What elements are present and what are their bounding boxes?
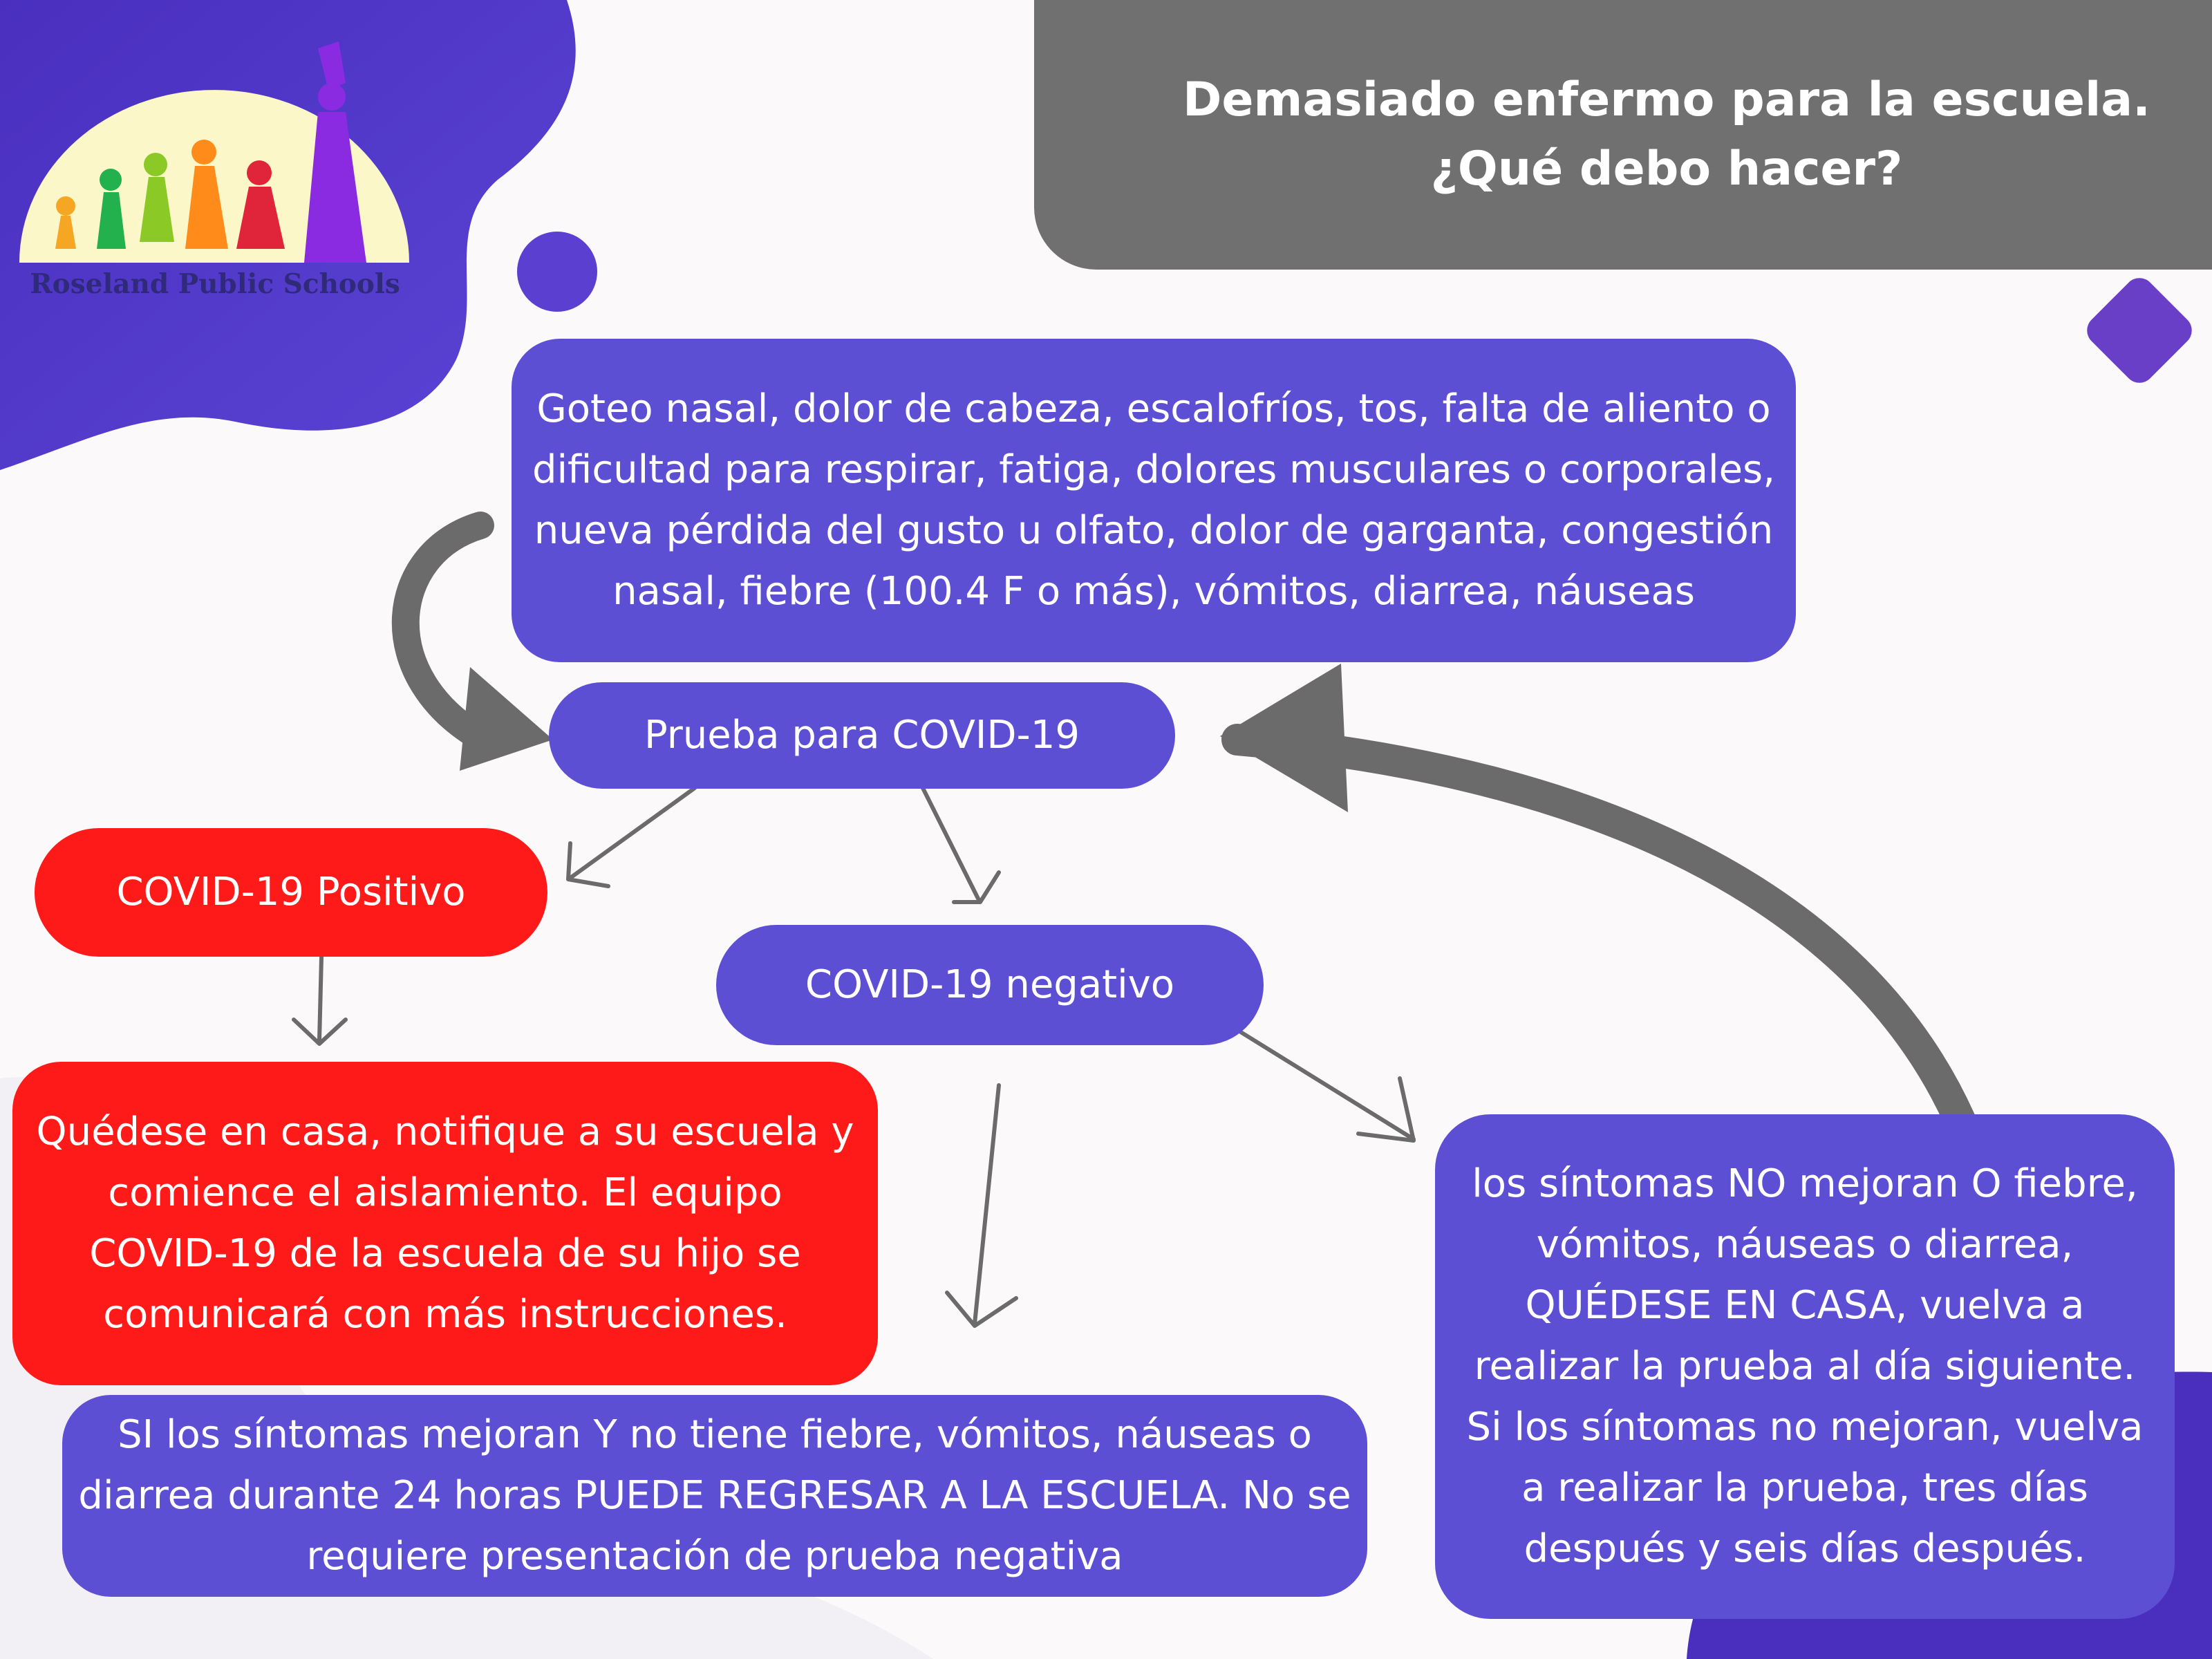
arrow-test-to-negative: [921, 786, 1001, 904]
not-improve-box: los síntomas NO mejoran O fiebre, vómito…: [1435, 1114, 2175, 1619]
arrow-test-to-positive: [566, 786, 697, 888]
arrow-negative-to-return: [945, 1083, 1018, 1328]
curved-arrow-left-head: [460, 667, 553, 771]
logo-text: Roseland Public Schools: [30, 268, 400, 300]
title-line-1: Demasiado enfermo para la escuela.: [1182, 73, 2151, 127]
logo-graphic: [19, 41, 409, 263]
return-to-school-box: SI los síntomas mejoran Y no tiene fiebr…: [62, 1395, 1367, 1597]
arrow-positive-to-stayhome: [292, 955, 348, 1046]
title-line-2: ¿Qué debo hacer?: [1430, 142, 1903, 196]
covid-test-box: Prueba para COVID-19: [549, 682, 1175, 789]
decor-circle: [517, 232, 597, 312]
school-logo: [14, 41, 415, 318]
stay-home-box: Quédese en casa, notifique a su escuela …: [12, 1062, 878, 1385]
negative-box: COVID-19 negativo: [716, 925, 1264, 1045]
symptoms-box: Goteo nasal, dolor de cabeza, escalofrío…: [512, 339, 1796, 662]
page-title: Demasiado enfermo para la escuela. ¿Qué …: [1034, 0, 2212, 270]
arrow-negative-to-not-improve: [1235, 1028, 1416, 1143]
curved-arrow-retest-loop: [1221, 724, 1976, 1136]
curved-arrow-right-head: [1220, 664, 1348, 812]
positive-box: COVID-19 Positivo: [35, 828, 547, 957]
logo-figures: [55, 41, 366, 263]
decor-diamond: [2087, 278, 2192, 383]
curved-arrow-symptoms-to-test: [391, 512, 498, 753]
